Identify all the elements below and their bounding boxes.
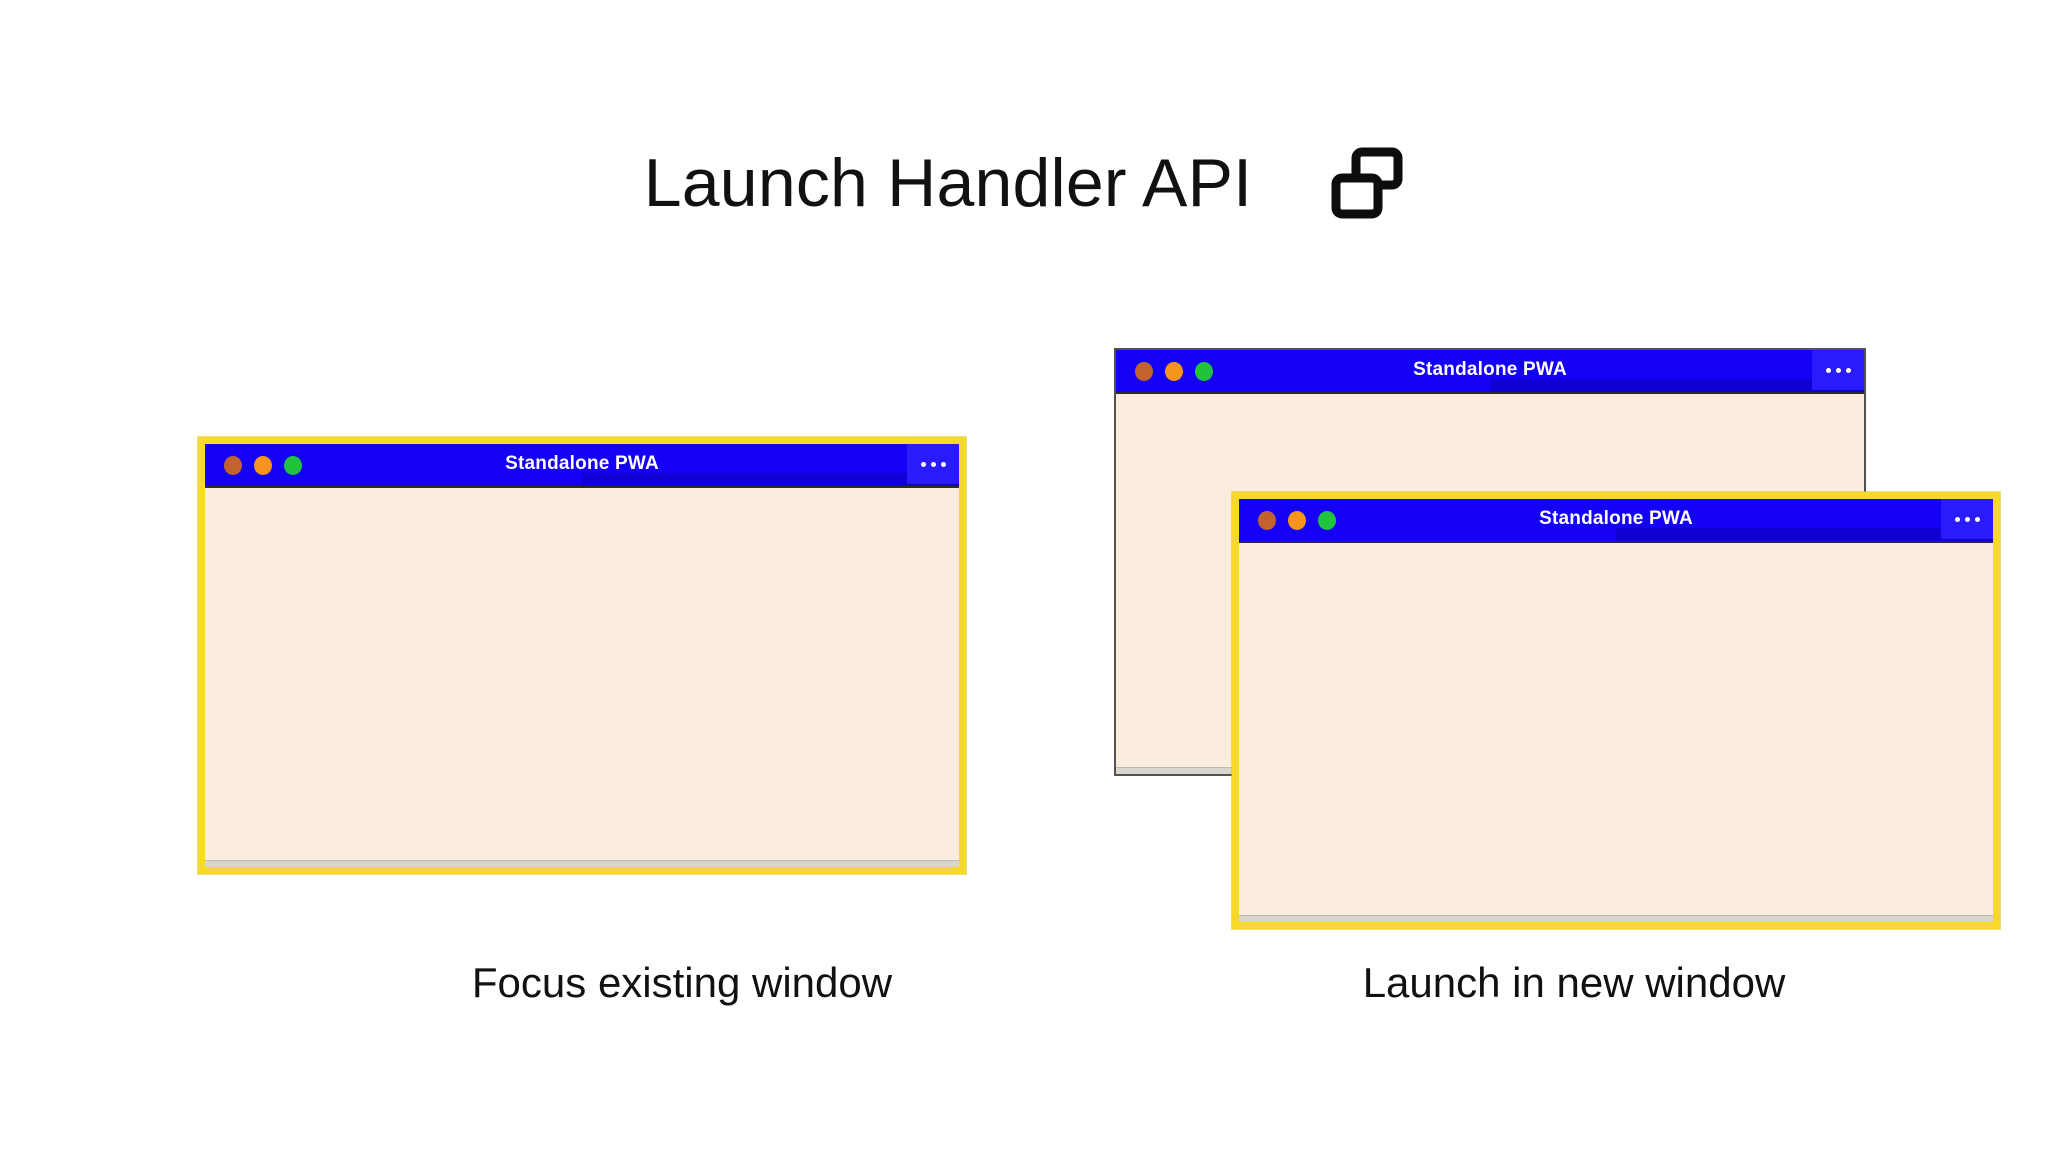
multi-window-icon xyxy=(1331,147,1403,219)
maximize-button-dot[interactable] xyxy=(1195,361,1213,381)
menu-dot xyxy=(940,461,946,467)
titlebar[interactable]: Standalone PWA xyxy=(1116,350,1864,394)
maximize-button-dot[interactable] xyxy=(1318,510,1336,530)
maximize-button-dot[interactable] xyxy=(284,455,302,475)
overflow-menu-icon[interactable] xyxy=(907,444,959,484)
traffic-lights xyxy=(1258,510,1336,530)
menu-dot xyxy=(930,461,936,467)
caption-focus-existing: Focus existing window xyxy=(471,959,893,1006)
menu-dot xyxy=(1825,367,1831,373)
page-title: Launch Handler API xyxy=(643,145,1253,221)
caption-launch-new: Launch in new window xyxy=(1362,959,1786,1006)
close-button-dot[interactable] xyxy=(1135,361,1153,381)
overflow-menu-icon[interactable] xyxy=(1941,499,1993,539)
close-button-dot[interactable] xyxy=(224,455,242,475)
window-focus-existing[interactable]: Standalone PWA xyxy=(198,437,966,874)
window-new-foreground[interactable]: Standalone PWA xyxy=(1232,492,2000,929)
menu-dot xyxy=(1845,367,1851,373)
menu-dot xyxy=(920,461,926,467)
page-header: Launch Handler API xyxy=(0,128,2048,238)
menu-dot xyxy=(1974,516,1980,522)
close-button-dot[interactable] xyxy=(1258,510,1276,530)
minimize-button-dot[interactable] xyxy=(1288,510,1306,530)
titlebar[interactable]: Standalone PWA xyxy=(1239,499,1993,543)
traffic-lights xyxy=(1135,361,1213,381)
overflow-menu-icon[interactable] xyxy=(1812,350,1864,390)
window-content-area xyxy=(205,488,959,867)
window-content-area xyxy=(1239,543,1993,922)
window-title: Standalone PWA xyxy=(505,453,659,474)
minimize-button-dot[interactable] xyxy=(1165,361,1183,381)
menu-dot xyxy=(1954,516,1960,522)
menu-dot xyxy=(1964,516,1970,522)
window-title: Standalone PWA xyxy=(1413,359,1567,380)
window-title: Standalone PWA xyxy=(1539,508,1693,529)
traffic-lights xyxy=(224,455,302,475)
titlebar[interactable]: Standalone PWA xyxy=(205,444,959,488)
menu-dot xyxy=(1835,367,1841,373)
minimize-button-dot[interactable] xyxy=(254,455,272,475)
